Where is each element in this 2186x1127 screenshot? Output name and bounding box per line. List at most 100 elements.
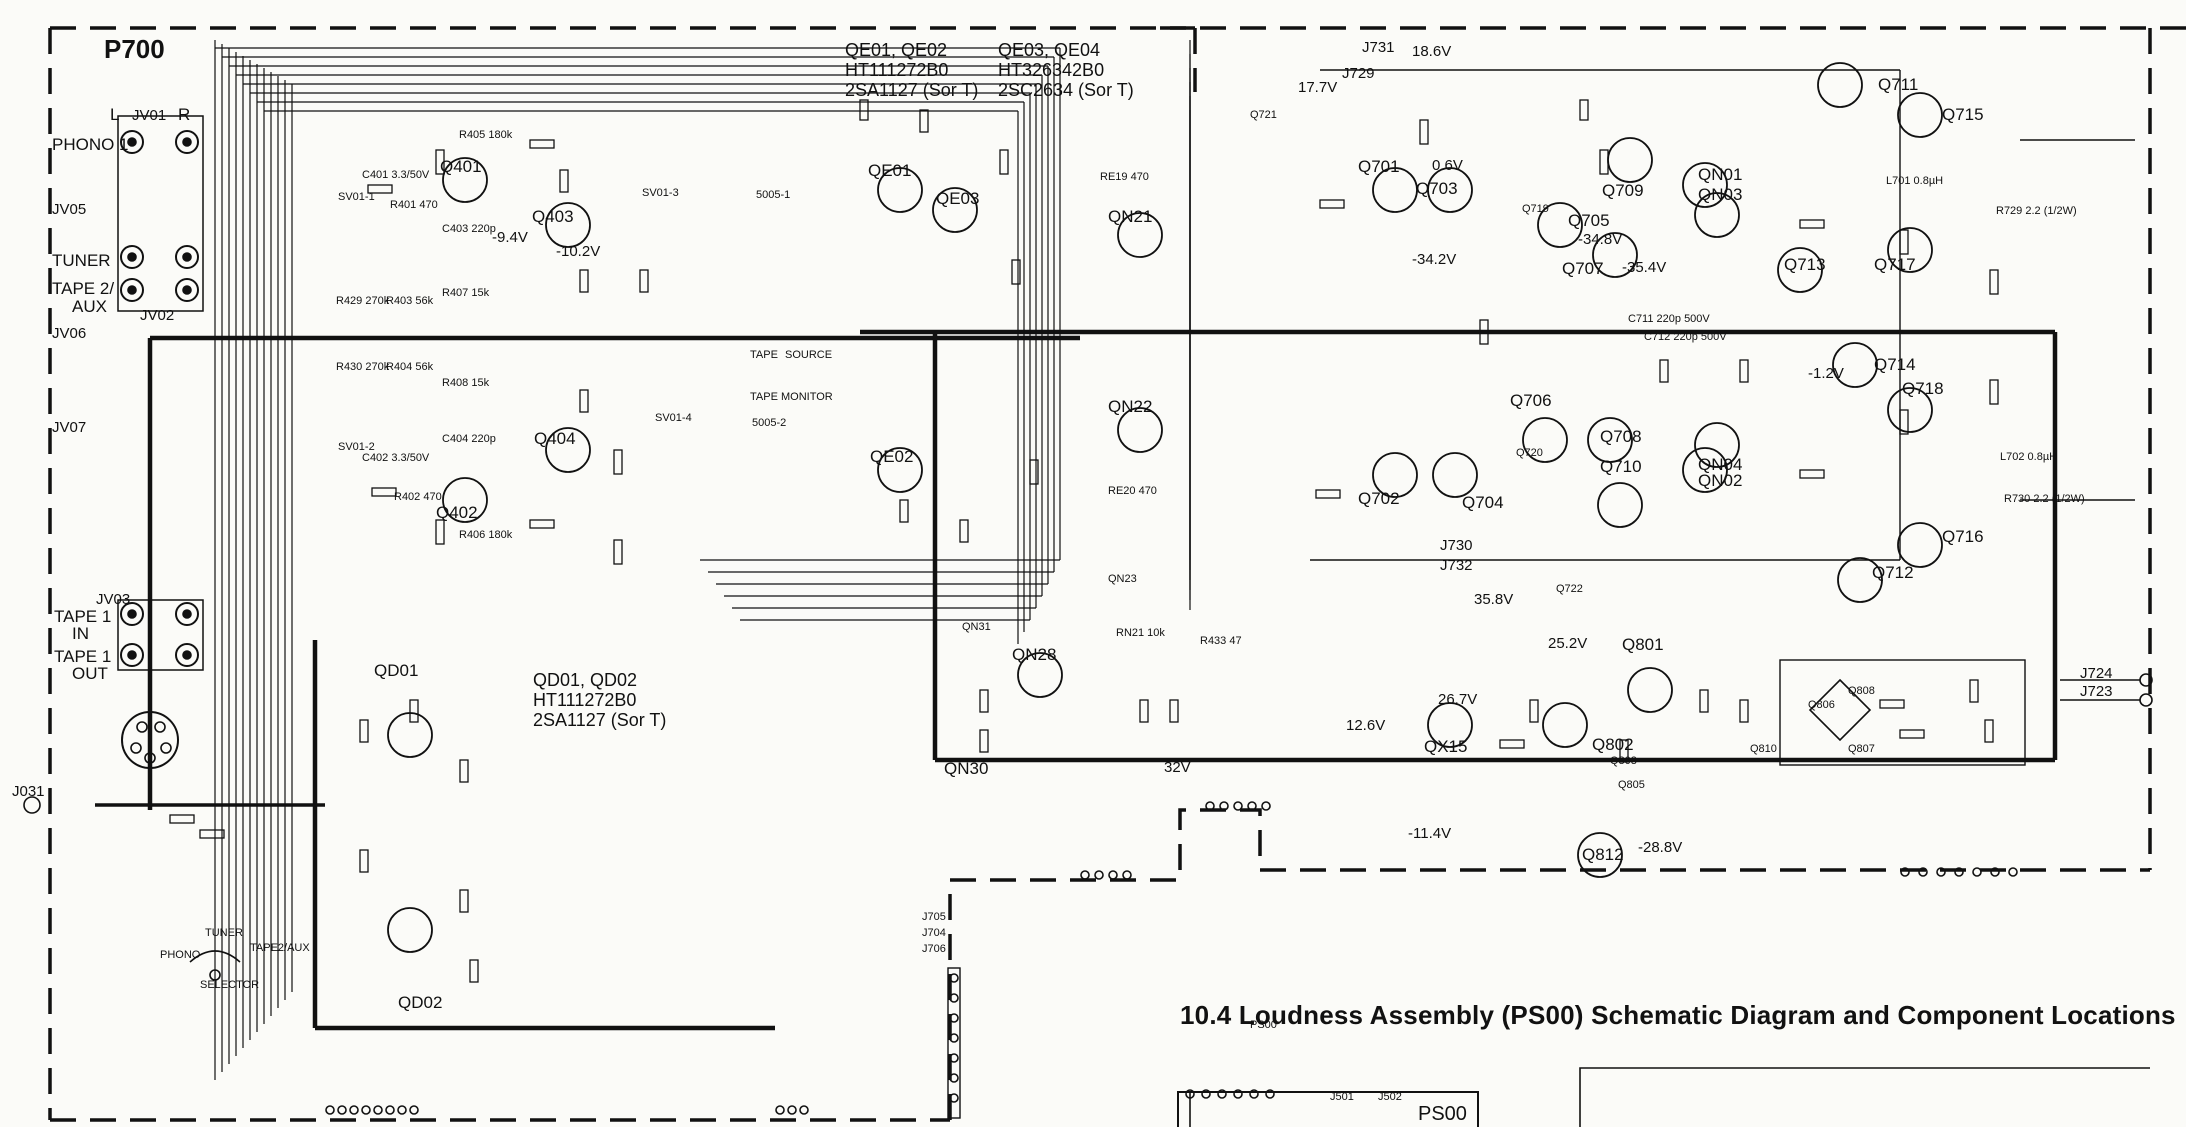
pin-terminal: [787, 1105, 797, 1115]
jack-j729: J729: [1342, 65, 1375, 82]
rca-jack: [175, 643, 199, 667]
t-q812: Q812: [1582, 845, 1624, 864]
t-qx15: QX15: [1424, 737, 1468, 756]
pin-terminal: [325, 1105, 335, 1115]
transistor: [442, 157, 488, 203]
pin-terminal: [1205, 801, 1215, 811]
selector-pivot: [209, 969, 221, 981]
part-r402: R402 470: [394, 491, 442, 503]
resistor: [1899, 729, 1925, 739]
resistor: [459, 889, 469, 913]
resistor: [435, 149, 445, 175]
selector-phono: PHONO: [160, 949, 201, 961]
t-q402: Q402: [436, 503, 478, 522]
ps00-pin: [1249, 1089, 1259, 1099]
t-q807: Q807: [1848, 743, 1875, 755]
t-q712: Q712: [1872, 563, 1914, 582]
note-line: QD01, QD02: [533, 670, 638, 690]
bridge-box: [1779, 659, 2026, 766]
pin-terminal: [799, 1105, 809, 1115]
pin-terminal: [1219, 801, 1229, 811]
component-map-outline: [1579, 1067, 2150, 1127]
rca-jack: [120, 130, 144, 154]
rca-jack: [175, 130, 199, 154]
t-q718: Q718: [1902, 379, 1944, 398]
t-q711: Q711: [1878, 75, 1919, 94]
t-qn01: QN01: [1698, 165, 1743, 184]
resistor: [1619, 739, 1629, 763]
v-1-2: -1.2V: [1808, 365, 1844, 382]
label-jv01: JV01: [132, 107, 167, 124]
resistor: [1529, 699, 1539, 723]
transistor: [1897, 522, 1943, 568]
pin-terminal: [1954, 867, 1964, 877]
v-11-4: -11.4V: [1408, 825, 1452, 842]
rca-pin: [127, 609, 137, 619]
part-c401: C401 3.3/50V: [362, 169, 430, 181]
t-qe03: QE03: [936, 189, 980, 208]
jv03-housing: [117, 599, 204, 671]
part-re19: RE19 470: [1100, 171, 1149, 183]
pin-terminal: [397, 1105, 407, 1115]
resistor: [1879, 699, 1905, 709]
jv01-housing: [117, 115, 204, 312]
connector-pin: [949, 1053, 959, 1063]
transistor: [1117, 407, 1163, 453]
v-9-4: -9.4V: [492, 229, 528, 246]
part-c403: C403 220p: [442, 223, 496, 235]
pin-terminal: [373, 1105, 383, 1115]
t-q710: Q710: [1600, 457, 1642, 476]
resistor: [579, 269, 589, 293]
part-c711: C711 220p 500V: [1628, 313, 1710, 325]
transistor: [1607, 137, 1653, 183]
transistor: [1427, 702, 1473, 748]
transistor: [1017, 652, 1063, 698]
resistor: [579, 389, 589, 413]
jack-j705: J705: [922, 911, 946, 923]
t-q702: Q702: [1358, 489, 1400, 508]
resistor: [371, 487, 397, 497]
transistor: [1542, 702, 1588, 748]
label-out: OUT: [72, 664, 108, 683]
resistor: [529, 519, 555, 529]
resistor: [1989, 379, 1999, 405]
pin-terminal: [409, 1105, 419, 1115]
t-qn21: QN21: [1108, 207, 1153, 226]
t-q721: Q721: [1250, 109, 1277, 121]
pin-terminal: [2008, 867, 2018, 877]
v-10-2: -10.2V: [556, 243, 601, 260]
transistor: [1777, 247, 1823, 293]
transistor: [932, 187, 978, 233]
note-line: QE01, QE02: [845, 40, 948, 60]
resistor: [409, 699, 419, 723]
transistor: [1597, 482, 1643, 528]
resistor: [859, 99, 869, 121]
transistor: [1372, 452, 1418, 498]
resistor: [979, 729, 989, 753]
t-qn03: QN03: [1698, 185, 1743, 204]
t-q705: Q705: [1568, 211, 1610, 230]
v-0-6: 0.6V: [1432, 157, 1463, 174]
board-outline-notch: [948, 808, 2150, 1120]
t-q401: Q401: [440, 157, 482, 176]
t-q802: Q802: [1592, 735, 1634, 754]
switch-sv01-2: SV01-2: [338, 441, 375, 453]
rca-pin: [127, 137, 137, 147]
note-line: HT326342B0: [998, 60, 1105, 80]
t-q707: Q707: [1562, 259, 1604, 278]
rca-pin: [182, 137, 192, 147]
pin-terminal: [775, 1105, 785, 1115]
t-q803: Q803: [1610, 755, 1637, 767]
resistor: [435, 519, 445, 545]
transistor: [1832, 342, 1878, 388]
din-pin: [144, 752, 156, 764]
transistor: [387, 907, 433, 953]
v-34-2: -34.2V: [1412, 251, 1457, 268]
resistor: [1139, 699, 1149, 723]
v-18-6: 18.6V: [1412, 43, 1452, 60]
bridge-rectifier: [1808, 678, 1872, 742]
out-terminal: [2139, 693, 2153, 707]
ps00-pin: [1185, 1089, 1195, 1099]
resistor: [1315, 489, 1341, 499]
t-q716: Q716: [1942, 527, 1984, 546]
